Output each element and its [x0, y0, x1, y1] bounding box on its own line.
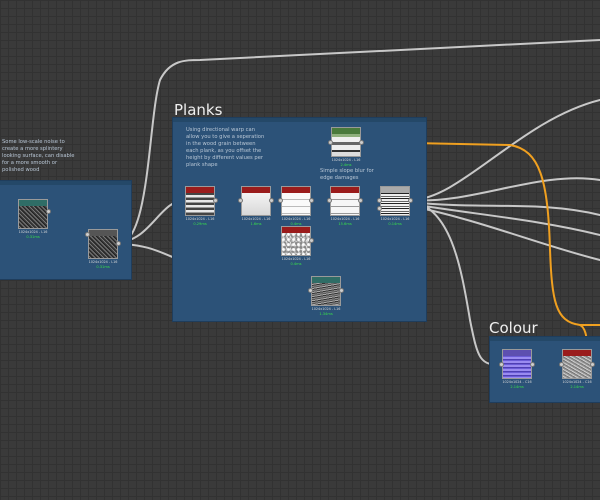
node-left-noise-time: 0.31ms	[26, 235, 40, 239]
comment-planks-warp: Using directional warp can allow you to …	[186, 127, 265, 168]
comment-planks-blur: Simple slope blur for edge damages	[320, 168, 374, 181]
node-thumbnail	[331, 193, 359, 215]
node-thumbnail	[563, 356, 591, 378]
node-planks-bottom-time: 1.34ms	[319, 312, 333, 316]
node-left-noise-label: 1024x1024 - L16	[18, 230, 48, 234]
comment-left-noise: Some low-scale noise to create a more sp…	[2, 139, 75, 173]
port-planks-top-out[interactable]	[359, 140, 364, 145]
frame-colour-title-bar	[490, 337, 600, 341]
port-planks-e-out[interactable]	[408, 198, 413, 203]
node-planks-b-time: 1.6ms	[250, 222, 262, 226]
node-planks-a-time: 0.29ms	[193, 222, 207, 226]
node-left-blend[interactable]	[88, 229, 118, 259]
port-left-noise-out[interactable]	[46, 209, 51, 214]
wire-e-out-3	[410, 201, 600, 216]
wire-e-out-4	[410, 203, 600, 236]
wire-e-out-1	[410, 99, 600, 201]
frame-colour-title[interactable]: Colour	[489, 319, 538, 337]
node-left-noise[interactable]	[18, 199, 48, 229]
node-header	[19, 200, 47, 206]
port-colour-blend-out[interactable]	[590, 362, 595, 367]
node-planks-bottom[interactable]	[311, 276, 341, 306]
port-planks-c-in[interactable]	[278, 198, 283, 203]
port-planks-bottom-out[interactable]	[339, 288, 344, 293]
port-planks-noise-out[interactable]	[309, 238, 314, 243]
node-thumbnail	[19, 206, 47, 228]
node-header	[89, 230, 117, 236]
port-planks-d-in[interactable]	[327, 198, 332, 203]
node-planks-e[interactable]	[380, 186, 410, 216]
node-thumbnail	[282, 193, 310, 215]
node-planks-d[interactable]	[330, 186, 360, 216]
node-header	[282, 227, 310, 233]
node-header	[503, 350, 531, 356]
port-planks-e-in-2[interactable]	[377, 206, 382, 211]
node-thumbnail	[282, 233, 310, 255]
node-left-blend-time: 0.31ms	[96, 265, 110, 269]
node-thumbnail	[186, 193, 214, 215]
node-planks-c-time: 0.4ms	[290, 222, 302, 226]
frame-planks[interactable]	[172, 117, 427, 322]
node-header	[186, 187, 214, 193]
port-planks-bottom-in[interactable]	[308, 288, 313, 293]
node-colour-gradient-label: 1024x1024 - C16	[502, 380, 532, 384]
node-colour-blend[interactable]	[562, 349, 592, 379]
node-planks-c-label: 1024x1024 - L16	[281, 217, 311, 221]
node-planks-b[interactable]	[241, 186, 271, 216]
node-header	[332, 128, 360, 134]
wire-e-out-2	[410, 177, 600, 202]
node-planks-top[interactable]	[331, 127, 361, 157]
node-planks-bottom-label: 1024x1024 - L16	[311, 307, 341, 311]
port-planks-c-out[interactable]	[309, 198, 314, 203]
port-planks-top-in[interactable]	[328, 140, 333, 145]
port-planks-d-out[interactable]	[358, 198, 363, 203]
node-planks-top-time: 2.4ms	[340, 163, 352, 167]
node-colour-blend-time: 2.14ms	[570, 385, 584, 389]
wire-orange-top[interactable]	[360, 141, 600, 326]
node-planks-d-time: 15.6ms	[338, 222, 352, 226]
port-planks-b-out[interactable]	[269, 198, 274, 203]
node-planks-c[interactable]	[281, 186, 311, 216]
wire-e-colour	[410, 199, 503, 366]
node-planks-e-time: 0.14ms	[388, 222, 402, 226]
wire-top-long[interactable]	[117, 39, 600, 245]
frame-left-title-bar	[0, 181, 131, 185]
wire-e-out-5	[410, 205, 600, 261]
node-planks-e-label: 1024x1024 - L16	[380, 217, 410, 221]
node-colour-gradient-time: 2.14ms	[510, 385, 524, 389]
node-header	[563, 350, 591, 356]
node-planks-a-label: 1024x1024 - L16	[185, 217, 215, 221]
node-thumbnail	[312, 283, 340, 305]
node-planks-top-label: 1024x1024 - L16	[331, 158, 361, 162]
port-colour-blend-in[interactable]	[559, 362, 564, 367]
node-thumbnail	[381, 193, 409, 215]
port-planks-a-out[interactable]	[213, 198, 218, 203]
port-colour-gradient-out[interactable]	[530, 362, 535, 367]
node-thumbnail	[332, 134, 360, 156]
port-left-blend-in[interactable]	[85, 232, 90, 237]
frame-planks-title[interactable]: Planks	[174, 101, 223, 119]
node-colour-blend-label: 1024x1024 - C16	[562, 380, 592, 384]
node-left-blend-label: 1024x1024 - L16	[88, 260, 118, 264]
node-thumbnail	[242, 193, 270, 215]
node-planks-noise-time: 0.4ms	[290, 262, 302, 266]
node-planks-d-label: 1024x1024 - L16	[330, 217, 360, 221]
node-planks-b-label: 1024x1024 - L16	[241, 217, 271, 221]
port-planks-e-in[interactable]	[377, 198, 382, 203]
node-thumbnail	[503, 356, 531, 378]
node-header	[381, 187, 409, 193]
port-left-blend-out[interactable]	[116, 241, 121, 246]
node-header	[312, 277, 340, 283]
node-thumbnail	[89, 236, 117, 258]
node-colour-gradient[interactable]	[502, 349, 532, 379]
node-header	[282, 187, 310, 193]
node-header	[331, 187, 359, 193]
node-planks-noise[interactable]	[281, 226, 311, 256]
frame-planks-title-bar	[173, 118, 426, 122]
node-planks-noise-label: 1024x1024 - L16	[281, 257, 311, 261]
node-planks-a[interactable]	[185, 186, 215, 216]
port-planks-b-in[interactable]	[238, 198, 243, 203]
node-header	[242, 187, 270, 193]
port-colour-gradient-in[interactable]	[499, 362, 504, 367]
